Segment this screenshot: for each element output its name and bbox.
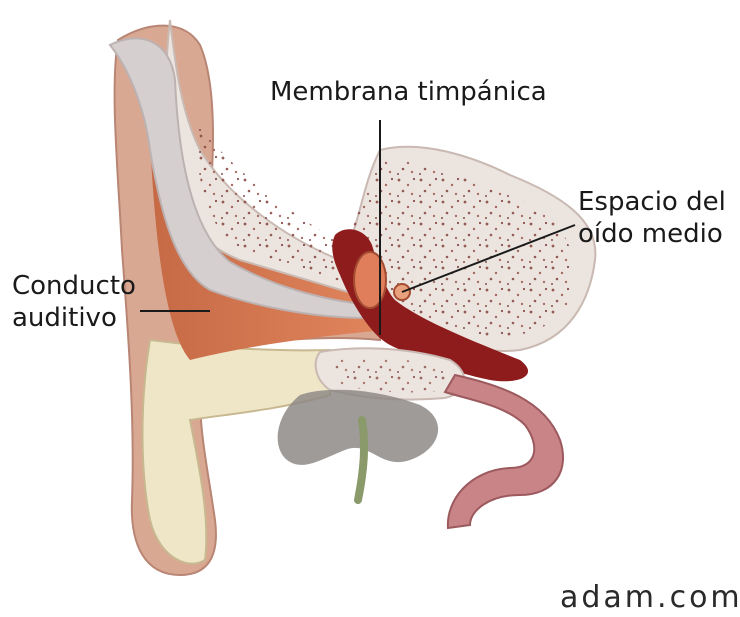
label-middle-ear-line2: oído medio — [578, 218, 726, 250]
label-ear-canal-line2: auditivo — [12, 302, 136, 334]
gland-shape — [278, 390, 438, 465]
label-tympanic-membrane: Membrana timpánica — [270, 76, 547, 108]
watermark: adam.com — [560, 580, 740, 615]
label-ear-canal: Conducto auditivo — [12, 270, 136, 334]
label-tympanic-membrane-text: Membrana timpánica — [270, 77, 547, 107]
ossicles — [354, 252, 386, 308]
label-middle-ear-line1: Espacio del — [578, 186, 726, 218]
label-ear-canal-line1: Conducto — [12, 270, 136, 302]
eustachian-tube — [445, 375, 563, 528]
label-middle-ear-space: Espacio del oído medio — [578, 186, 726, 250]
